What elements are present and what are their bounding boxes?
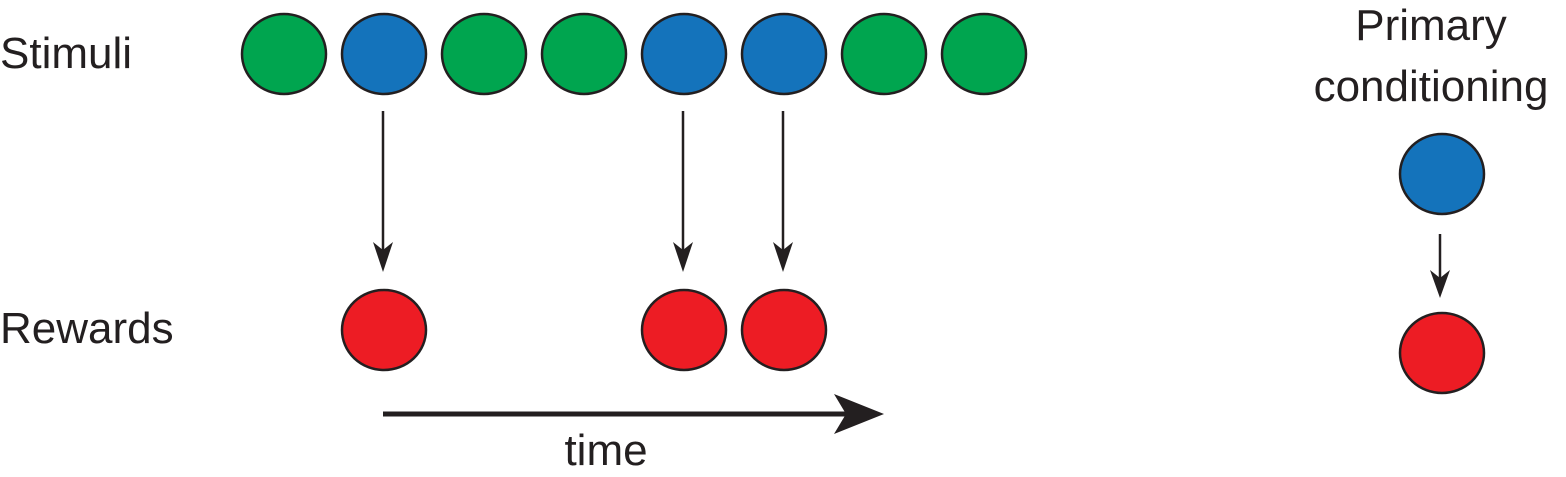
reward-6 [740, 288, 828, 372]
primary-conditioning-arrowhead [1430, 270, 1450, 298]
reward-arrowhead-2 [373, 242, 393, 272]
reward-arrows [373, 111, 793, 272]
time-axis-label: time [564, 426, 647, 475]
time-arrowhead [834, 394, 884, 434]
reward-5 [640, 288, 728, 372]
rewards-row-label: Rewards [0, 304, 174, 353]
reward-2 [340, 288, 428, 372]
primary-conditioning-title-line1: Primary [1355, 1, 1507, 50]
time-axis: time [383, 394, 884, 475]
primary-conditioning-stimulus [1398, 132, 1486, 216]
stimulus-blue-5 [640, 12, 728, 96]
stimuli-row-label: Stimuli [0, 29, 132, 78]
stimulus-blue-2 [340, 12, 428, 96]
stimulus-green-1 [240, 12, 328, 96]
reward-arrowhead-6 [773, 242, 793, 272]
primary-conditioning-reward [1398, 311, 1486, 395]
stimulus-blue-6 [740, 12, 828, 96]
stimulus-green-8 [940, 12, 1028, 96]
rewards-sequence [340, 288, 828, 372]
stimulus-green-3 [440, 12, 528, 96]
stimulus-green-7 [840, 12, 928, 96]
primary-conditioning-panel: Primary conditioning [1314, 1, 1549, 395]
primary-conditioning-title-line2: conditioning [1314, 62, 1549, 111]
stimuli-sequence [240, 12, 1028, 96]
reward-arrowhead-5 [673, 242, 693, 272]
stimulus-green-4 [540, 12, 628, 96]
